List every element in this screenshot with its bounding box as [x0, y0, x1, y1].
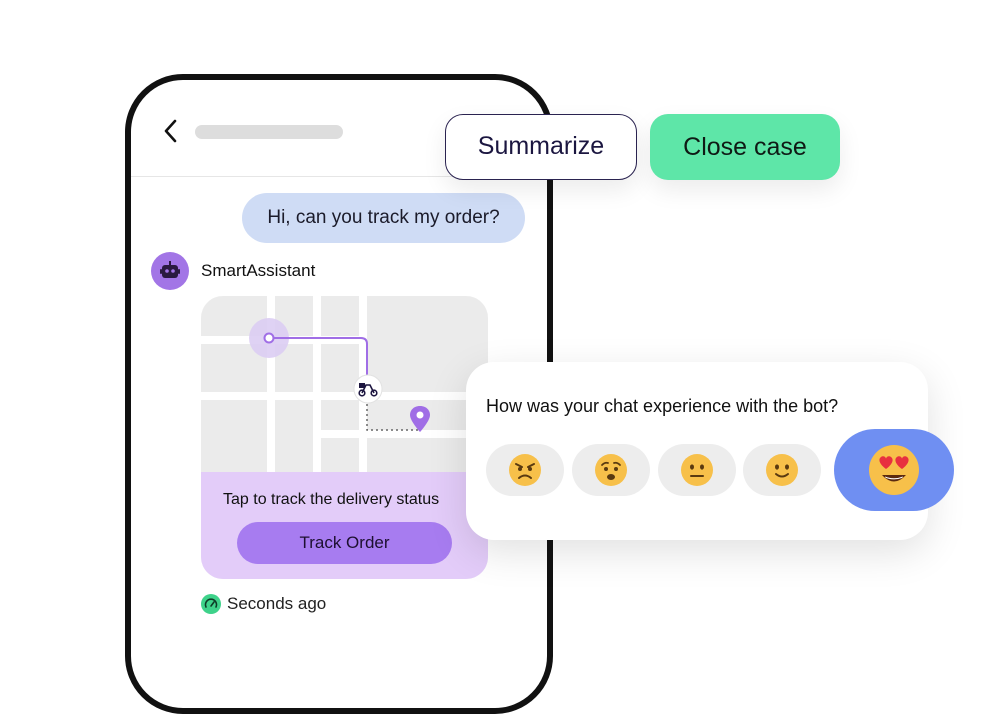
origin-dot [263, 332, 275, 344]
angry-face-icon [509, 454, 541, 486]
bot-name: SmartAssistant [201, 261, 316, 280]
feedback-card: How was your chat experience with the bo… [466, 362, 954, 540]
route-line [269, 337, 368, 388]
destination-pin-icon [410, 406, 430, 432]
track-order-button[interactable]: Track Order [237, 522, 452, 564]
emoji-option-angry[interactable] [486, 444, 564, 496]
speedometer-icon [201, 594, 221, 614]
robot-icon [160, 261, 180, 278]
timestamp-text: Seconds ago [227, 594, 327, 613]
back-icon[interactable] [159, 117, 183, 145]
chat-header [131, 80, 547, 177]
worried-face-icon [595, 454, 627, 486]
delivery-map[interactable] [201, 296, 488, 472]
emoji-option-neutral[interactable] [658, 444, 736, 496]
close-case-button[interactable]: Close case [650, 114, 840, 180]
emoji-option-worried[interactable] [572, 444, 650, 496]
slightly-smiling-face-icon [766, 454, 798, 486]
route-remaining [366, 404, 419, 431]
emoji-option-heart-eyes-selected[interactable] [834, 429, 954, 511]
title-placeholder [195, 125, 343, 139]
summarize-button[interactable]: Summarize [445, 114, 637, 180]
heart-eyes-face-icon [869, 445, 919, 495]
neutral-face-icon [681, 454, 713, 486]
user-message-bubble: Hi, can you track my order? [242, 193, 525, 243]
scooter-icon [353, 374, 383, 404]
track-caption: Tap to track the delivery status [223, 491, 440, 508]
bot-avatar [151, 252, 189, 290]
feedback-question: How was your chat experience with the bo… [486, 396, 839, 416]
map-graphic [201, 296, 488, 472]
order-tracking-card: Tap to track the delivery status Track O… [201, 296, 488, 579]
card-footer: Tap to track the delivery status Track O… [201, 472, 488, 579]
emoji-option-slightly-smiling[interactable] [743, 444, 821, 496]
